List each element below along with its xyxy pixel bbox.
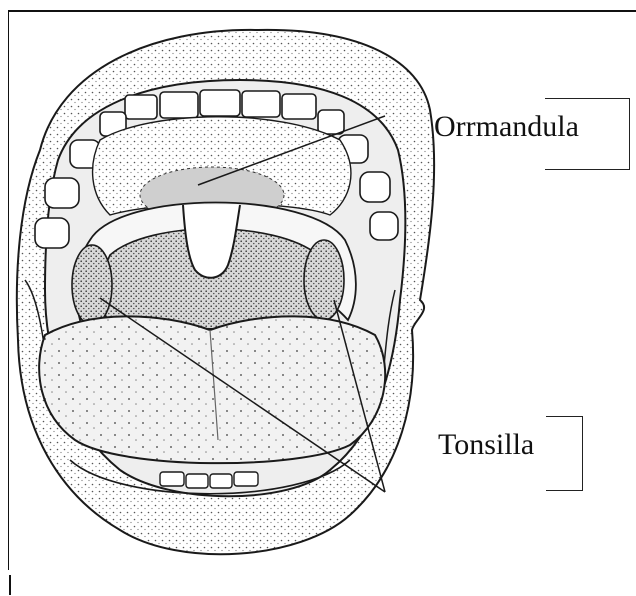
label-bracket-top — [545, 98, 630, 170]
left-tonsil — [72, 245, 112, 325]
label-bracket-bottom — [546, 416, 583, 491]
right-tonsil — [304, 240, 344, 320]
label-tonsilla: Tonsilla — [438, 430, 534, 460]
tongue — [39, 316, 385, 463]
